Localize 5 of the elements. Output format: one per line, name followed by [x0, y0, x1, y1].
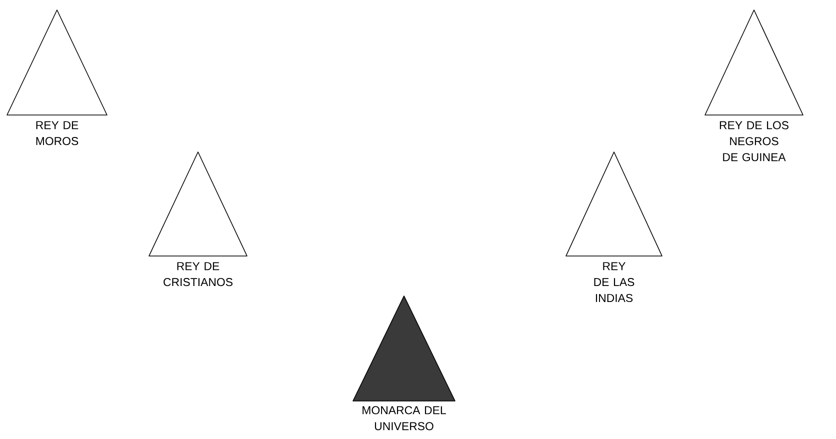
triangle-label: MONARCA DEL UNIVERSO: [362, 406, 446, 430]
triangle-label: REY DE LOS NEGROS DE GUINEA: [720, 121, 788, 162]
triangle-label: REY DE MOROS: [36, 121, 78, 146]
triangle-label: REY DE CRISTIANOS: [164, 262, 232, 286]
triangle-label: REY DE LAS INDIAS: [594, 262, 634, 302]
